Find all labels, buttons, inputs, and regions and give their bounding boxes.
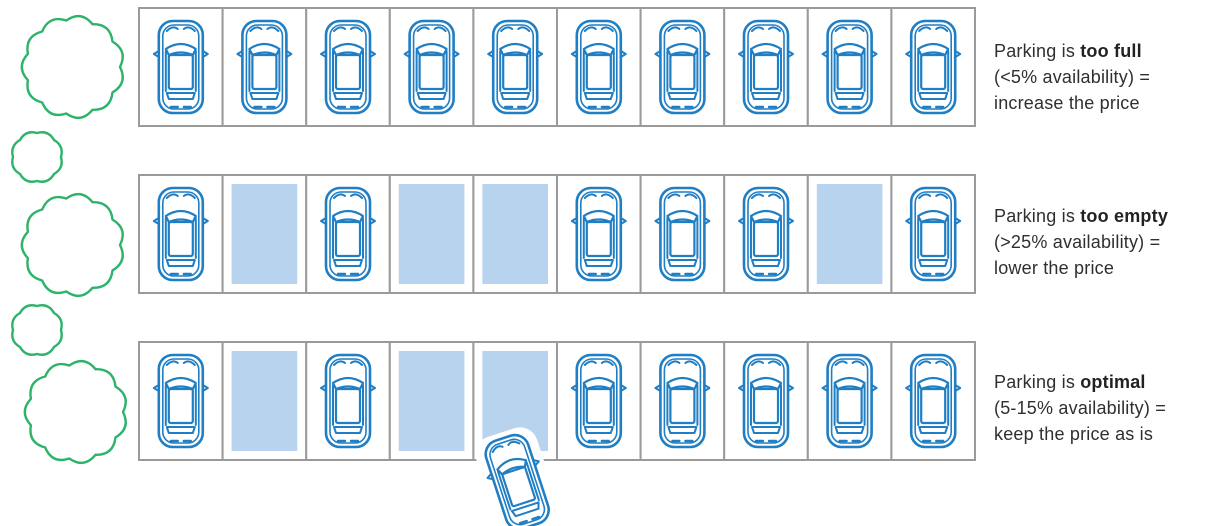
caption-too-full: Parking is too full (<5% availability) =… <box>994 38 1150 116</box>
caption-availability: (5-15% availability) = <box>994 395 1166 421</box>
car-icon <box>154 188 208 280</box>
caption-prefix: Parking is <box>994 41 1080 61</box>
empty-spot <box>232 184 298 284</box>
parking-row-optimal <box>139 342 975 526</box>
caption-prefix: Parking is <box>994 206 1080 226</box>
empty-spot <box>399 351 465 451</box>
parking-row-too-full <box>139 8 975 126</box>
empty-spot <box>817 184 883 284</box>
trees <box>12 16 125 463</box>
caption-too-empty: Parking is too empty (>25% availability)… <box>994 203 1168 281</box>
tree-icon <box>22 194 123 296</box>
car-icon <box>572 21 626 113</box>
car-icon <box>655 355 709 447</box>
car-icon <box>823 21 877 113</box>
caption-action: lower the price <box>994 255 1168 281</box>
car-icon <box>739 355 793 447</box>
status-label: too empty <box>1080 206 1168 226</box>
car-icon <box>321 188 375 280</box>
car-icon <box>906 21 960 113</box>
caption-availability: (>25% availability) = <box>994 229 1168 255</box>
car-icon <box>906 188 960 280</box>
caption-action: increase the price <box>994 90 1150 116</box>
tree-icon <box>25 361 126 463</box>
car-icon <box>154 355 208 447</box>
status-label: too full <box>1080 41 1142 61</box>
empty-spot <box>232 351 298 451</box>
car-icon <box>572 355 626 447</box>
car-icon <box>321 355 375 447</box>
car-icon <box>906 355 960 447</box>
parking-rows <box>139 8 975 526</box>
caption-action: keep the price as is <box>994 421 1166 447</box>
car-icon <box>655 21 709 113</box>
tree-icon <box>12 305 61 354</box>
caption-prefix: Parking is <box>994 372 1080 392</box>
parking-row-too-empty <box>139 175 975 293</box>
car-icon <box>154 21 208 113</box>
car-icon <box>823 355 877 447</box>
car-icon <box>572 188 626 280</box>
caption-optimal: Parking is optimal (5-15% availability) … <box>994 369 1166 447</box>
status-label: optimal <box>1080 372 1145 392</box>
empty-spot <box>399 184 465 284</box>
car-icon <box>739 188 793 280</box>
car-icon <box>488 21 542 113</box>
car-icon <box>655 188 709 280</box>
tree-icon <box>12 132 61 181</box>
empty-spot <box>482 184 548 284</box>
car-icon <box>405 21 459 113</box>
car-icon <box>739 21 793 113</box>
car-icon <box>237 21 291 113</box>
car-icon <box>321 21 375 113</box>
tree-icon <box>22 16 123 118</box>
caption-availability: (<5% availability) = <box>994 64 1150 90</box>
